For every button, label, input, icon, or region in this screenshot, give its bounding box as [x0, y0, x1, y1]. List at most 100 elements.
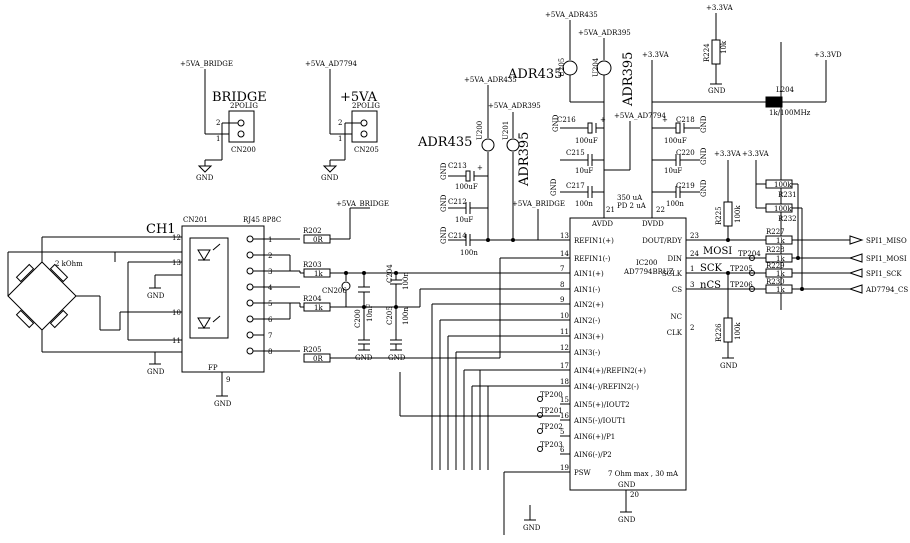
r230-value: 1k — [776, 286, 785, 294]
label-3v3a-top: +3.3VA — [642, 51, 670, 59]
ic-rpin-num-dout-rdy: 23 — [690, 232, 699, 240]
gnd-r226: GND — [720, 362, 738, 370]
ic-rpin-num-din: 24 — [690, 250, 699, 258]
connector-cn205: +5VA_AD7794 +5VA 2POLIG 2 1 GND CN205 — [305, 60, 380, 182]
cn201-pin4: 4 — [268, 284, 273, 292]
cn201-pin2: 2 — [268, 252, 272, 260]
r229-value: 1k — [776, 270, 785, 278]
adr435-left: ADR435 — [417, 135, 472, 150]
r224-value: 10k — [720, 40, 728, 54]
ic-dvdd: DVDD — [642, 220, 664, 228]
label-bridge-supply: +5VA_BRIDGE — [180, 60, 233, 68]
cn205-pin2: 2 — [338, 119, 342, 127]
gnd-cn205: GND — [321, 174, 339, 182]
ic-pin-name-ain1: AIN1(-) — [573, 286, 600, 294]
spi-cs: AD7794_CS — [865, 286, 908, 294]
label-adr435-top: +5VA_ADR435 — [545, 11, 598, 19]
ic-pin-num-ain2: 9 — [560, 296, 564, 304]
ic-rpin-name-dout-rdy: DOUT/RDY — [642, 237, 682, 245]
input-resistors: R202 0R +5VA_BRIDGE R203 1k R204 1k R205… — [299, 200, 560, 363]
ic-rpin-name-clk: CLK — [667, 329, 683, 337]
r205-value: 0R — [313, 355, 323, 363]
testpoint-label-0: TP200 — [540, 391, 563, 399]
cn200-pin1: 1 — [216, 135, 220, 143]
ic-ad7794: AVDD DVDD IC200 AD7794BRUZ 7 Ohm max , 3… — [537, 212, 850, 524]
ic-pin-name-ain2: AIN2(+) — [573, 301, 604, 309]
r230-ref: R230 — [766, 278, 785, 286]
gnd-c216: GND — [552, 114, 560, 132]
c204-ref: C204 — [386, 264, 394, 283]
ic-pin-name-ain3: AIN3(+) — [573, 333, 604, 341]
c200-value: 10nF — [366, 304, 374, 322]
r226-ref: R226 — [715, 323, 723, 342]
c214-value: 100n — [460, 249, 478, 257]
l204-value: 1k/100MHz — [769, 109, 811, 117]
ic-pin-num-ain6-p2: 6 — [560, 446, 565, 454]
label-3v3d: +3.3VD — [814, 51, 842, 59]
gnd-c217: GND — [550, 178, 558, 196]
digital-supply: +3.3VA L204 1k/100MHz +3.3VD C218 + 100u… — [642, 4, 842, 310]
ic-pin-num-refin1: 13 — [560, 232, 569, 240]
testpoint-marker-1 — [537, 412, 543, 418]
c205-value: 100n — [402, 307, 410, 325]
bridge-pin-11: 11 — [172, 337, 181, 345]
r204-value: 1k — [314, 304, 323, 312]
avdd-pin-num: 21 — [606, 206, 615, 214]
c216-polarity: + — [600, 116, 606, 124]
ic-part: AD7794BRUZ — [623, 268, 674, 276]
ic-pin-name-ain5-iout2: AIN5(+)/IOUT2 — [573, 401, 630, 409]
adr395-right: ADR395 — [621, 52, 636, 107]
testpoint-marker-2 — [537, 428, 543, 434]
c220-ref: C220 — [676, 149, 695, 157]
ic-rpin-name-sclk: SCLK — [662, 270, 683, 278]
bridge-pin-10: 10 — [172, 309, 181, 317]
cn200-pin2: 2 — [216, 119, 220, 127]
analog-bus: GND — [399, 303, 560, 535]
c200-ref: C200 — [354, 309, 362, 328]
c213-ref: C213 — [448, 162, 467, 170]
cn201-fp: FP — [208, 364, 218, 372]
ic-left-pins: 13REFIN1(+)14REFIN1(-)7AIN1(+)8AIN1(-)9A… — [537, 232, 646, 477]
bridge-pin-12: 12 — [172, 234, 181, 242]
r227-ref: R227 — [766, 228, 785, 236]
tp206: TP206 — [730, 281, 753, 289]
ic-pin-name-ain2: AIN2(-) — [573, 317, 600, 325]
c212-ref: C212 — [448, 198, 467, 206]
tp204: TP204 — [738, 250, 761, 258]
gnd-c218: GND — [700, 115, 708, 133]
ic-pin-name-ain6-p1: AIN6(+)/P1 — [573, 433, 615, 441]
ic-pin-name-ain4-refin2: AIN4(-)/REFIN2(-) — [573, 383, 639, 391]
cn201-pin7: 7 — [268, 332, 272, 340]
cn205-ref: CN205 — [354, 146, 379, 154]
gnd-cn201: GND — [214, 400, 232, 408]
ic-pin-num-ain5-iout2: 15 — [560, 396, 569, 404]
cn206-ref: CN206 — [322, 287, 347, 295]
r229-ref: R229 — [766, 262, 785, 270]
c217-value: 100n — [575, 200, 593, 208]
adr395-left: ADR395 — [517, 132, 532, 187]
c205-ref: C205 — [386, 306, 394, 325]
u204-ref: U204 — [592, 57, 600, 77]
cn201-type: RJ45 8P8C — [243, 216, 281, 224]
gnd-cn200: GND — [196, 174, 214, 182]
voltage-reference-right: +5VA_ADR435 +5VA_ADR395 U205 U204 ADR435… — [507, 11, 666, 214]
ic-pin-name-refin1: REFIN1(-) — [574, 255, 611, 263]
c217-ref: C217 — [566, 182, 585, 190]
bridge-pin-13: 13 — [172, 259, 181, 267]
u201-ref: U201 — [502, 121, 510, 140]
ic-rpin-num-sclk: 1 — [690, 265, 694, 273]
gnd-c220: GND — [700, 147, 708, 165]
connector-cn200: +5VA_BRIDGE BRIDGE 2POLIG 2 1 GND CN200 — [180, 60, 267, 182]
u205-ref: U205 — [558, 58, 566, 77]
r225-ref: R225 — [715, 206, 723, 225]
ic-pin-num-ain6-p1: 5 — [560, 428, 564, 436]
r231-ref: R231 — [778, 191, 797, 199]
bus-label-sck: SCK — [700, 263, 723, 274]
c218-value: 100uF — [664, 137, 687, 145]
gnd-c200: GND — [355, 354, 373, 362]
r204-ref: R204 — [303, 295, 322, 303]
r228-value: 1k — [776, 255, 785, 263]
ic-pin-num-psw: 19 — [560, 464, 569, 472]
label-adr435-mid: +5VA_ADR435 — [464, 76, 517, 84]
